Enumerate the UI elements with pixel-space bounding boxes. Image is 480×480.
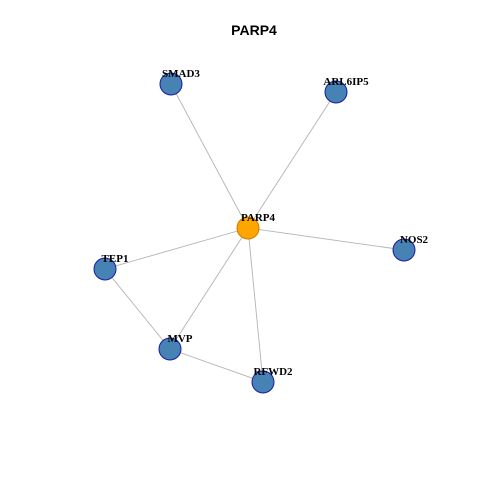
edge-parp4-mvp <box>169 227 249 350</box>
node-mvp <box>158 337 182 361</box>
node-tep1 <box>93 257 117 281</box>
node-smad3 <box>159 72 183 96</box>
node-label-parp4: PARP4 <box>241 212 276 224</box>
node-label-tep1: TEP1 <box>102 253 129 265</box>
edge-parp4-arl6ip5 <box>247 91 337 229</box>
edge-parp4-tep1 <box>104 227 249 270</box>
edge-parp4-smad3 <box>170 83 249 229</box>
graph-title: PARP4 <box>231 22 277 38</box>
node-label-nos2: NOS2 <box>400 234 429 246</box>
node-label-smad3: SMAD3 <box>162 68 200 80</box>
edge-tep1-mvp <box>104 268 171 350</box>
node-label-arl6ip5: ARL6IP5 <box>323 76 369 88</box>
edge-mvp-rfwd2 <box>169 348 264 383</box>
node-label-mvp: MVP <box>167 333 192 345</box>
edges-layer <box>104 83 405 383</box>
node-rfwd2 <box>251 370 275 394</box>
nodes-layer <box>93 72 416 394</box>
node-nos2 <box>392 238 416 262</box>
edge-parp4-nos2 <box>247 227 405 251</box>
node-label-rfwd2: RFWD2 <box>253 366 293 378</box>
node-arl6ip5 <box>324 80 348 104</box>
node-parp4 <box>236 216 260 240</box>
edge-parp4-rfwd2 <box>247 227 264 383</box>
